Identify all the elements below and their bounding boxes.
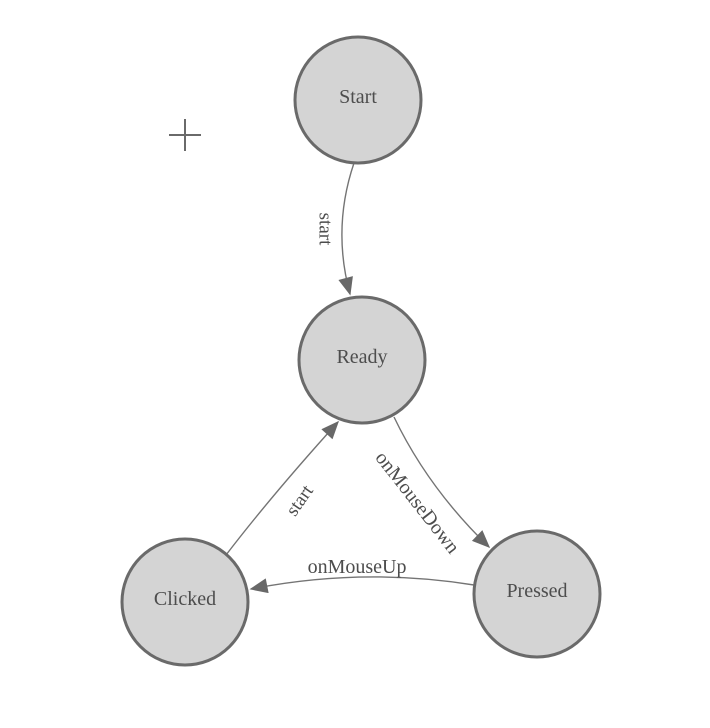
state-node-clicked[interactable]: Clicked (120, 537, 250, 667)
state-circle-start[interactable] (293, 35, 423, 165)
transition-label-start-to-ready: start (314, 213, 335, 246)
transition-edge-clicked-to-ready[interactable] (225, 420, 340, 556)
state-circle-clicked[interactable] (120, 537, 250, 667)
state-label-pressed: Pressed (506, 580, 567, 602)
state-node-ready[interactable]: Ready (297, 295, 427, 425)
transition-edge-ready-to-pressed[interactable] (393, 416, 491, 549)
state-node-pressed[interactable]: Pressed (472, 529, 602, 659)
plus-crosshair-icon (169, 119, 201, 151)
state-label-start: Start (339, 86, 377, 108)
transition-label-pressed-to-clicked: onMouseUp (308, 556, 407, 578)
state-circle-pressed[interactable] (472, 529, 602, 659)
transition-label-ready-to-pressed: onMouseDown (371, 447, 464, 558)
transition-edge-pressed-to-clicked[interactable] (249, 576, 475, 594)
state-node-start[interactable]: Start (293, 35, 423, 165)
state-circle-ready[interactable] (297, 295, 427, 425)
transition-label-clicked-to-ready: start (282, 481, 318, 520)
state-label-ready: Ready (336, 346, 387, 368)
cursor-layer (169, 119, 201, 151)
transition-edge-start-to-ready[interactable] (338, 162, 355, 296)
state-label-clicked: Clicked (154, 588, 216, 610)
